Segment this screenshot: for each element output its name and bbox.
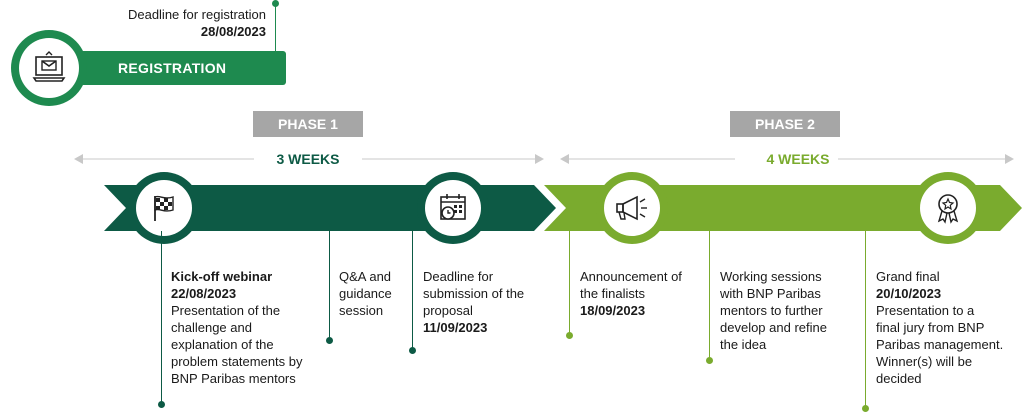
announcement-dot <box>566 332 573 339</box>
award-ribbon-icon <box>937 194 959 224</box>
calendar-clock-icon <box>440 194 466 220</box>
registration-deadline-date: 28/08/2023 <box>200 24 266 39</box>
qa-line: session <box>339 303 384 318</box>
working-line: Working sessions <box>720 269 822 284</box>
phase2-duration-arrow <box>560 152 1014 166</box>
phase1-duration: 3 WEEKS <box>276 151 340 167</box>
final-date: 20/10/2023 <box>876 286 942 301</box>
qa-line: Q&A and <box>339 269 392 284</box>
working-dot <box>706 357 713 364</box>
kickoff-desc-line: BNP Paribas mentors <box>171 371 296 386</box>
announcement-badge <box>596 172 668 244</box>
phase1-label: PHASE 1 <box>253 111 363 137</box>
kickoff-badge <box>128 172 200 244</box>
qa-dot <box>326 337 333 344</box>
qa-line: guidance <box>339 286 392 301</box>
final-line: Presentation to a <box>876 303 975 318</box>
kickoff-desc-line: explanation of the <box>171 337 274 352</box>
registration-connector <box>275 4 276 52</box>
deadline-line: Deadline for <box>423 269 494 284</box>
working-text: Working sessions with BNP Paribas mentor… <box>720 268 845 353</box>
final-line: decided <box>876 371 922 386</box>
final-dot <box>862 405 869 412</box>
megaphone-icon <box>616 195 647 221</box>
deadline-dot <box>409 347 416 354</box>
final-text: Grand final 20/10/2023 Presentation to a… <box>876 268 1021 387</box>
working-line: mentors to further <box>720 303 823 318</box>
registration-deadline-label: Deadline for registration <box>127 7 266 22</box>
final-line: Paribas management. <box>876 337 1004 352</box>
announcement-line: Announcement of <box>580 269 682 284</box>
final-connector <box>865 231 866 407</box>
kickoff-title: Kick-off webinar <box>171 269 273 284</box>
phase1-duration-arrow <box>74 152 544 166</box>
deadline-text: Deadline for submission of the proposal … <box>423 268 548 336</box>
deadline-line: proposal <box>423 303 473 318</box>
kickoff-desc-line: challenge and <box>171 320 252 335</box>
final-line: final jury from BNP <box>876 320 985 335</box>
phase2-duration: 4 WEEKS <box>766 151 830 167</box>
checkered-flag-icon <box>154 195 174 221</box>
deadline-badge <box>417 172 489 244</box>
working-connector <box>709 231 710 359</box>
kickoff-desc-line: problem statements by <box>171 354 303 369</box>
qa-text: Q&A and guidance session <box>339 268 409 319</box>
kickoff-date: 22/08/2023 <box>171 286 237 301</box>
qa-connector <box>329 231 330 339</box>
kickoff-dot <box>158 401 165 408</box>
final-badge <box>912 172 984 244</box>
working-line: develop and refine <box>720 320 827 335</box>
announcement-date: 18/09/2023 <box>580 303 646 318</box>
registration-label: REGISTRATION <box>118 60 227 76</box>
final-line: Winner(s) will be <box>876 354 973 369</box>
announcement-line: the finalists <box>580 286 646 301</box>
final-title: Grand final <box>876 269 940 284</box>
deadline-date: 11/09/2023 <box>423 320 488 335</box>
kickoff-text: Kick-off webinar 22/08/2023 Presentation… <box>171 268 321 387</box>
announcement-text: Announcement of the finalists 18/09/2023 <box>580 268 700 319</box>
phase2-label: PHASE 2 <box>730 111 840 137</box>
kickoff-desc-line: Presentation of the <box>171 303 281 318</box>
registration-dot <box>272 0 279 7</box>
working-line: with BNP Paribas <box>720 286 821 301</box>
announcement-connector <box>569 231 570 334</box>
laptop-mail-icon <box>32 51 66 82</box>
deadline-connector <box>412 231 413 349</box>
deadline-line: submission of the <box>423 286 525 301</box>
kickoff-connector <box>161 231 162 403</box>
registration-badge <box>11 30 87 106</box>
working-line: the idea <box>720 337 767 352</box>
